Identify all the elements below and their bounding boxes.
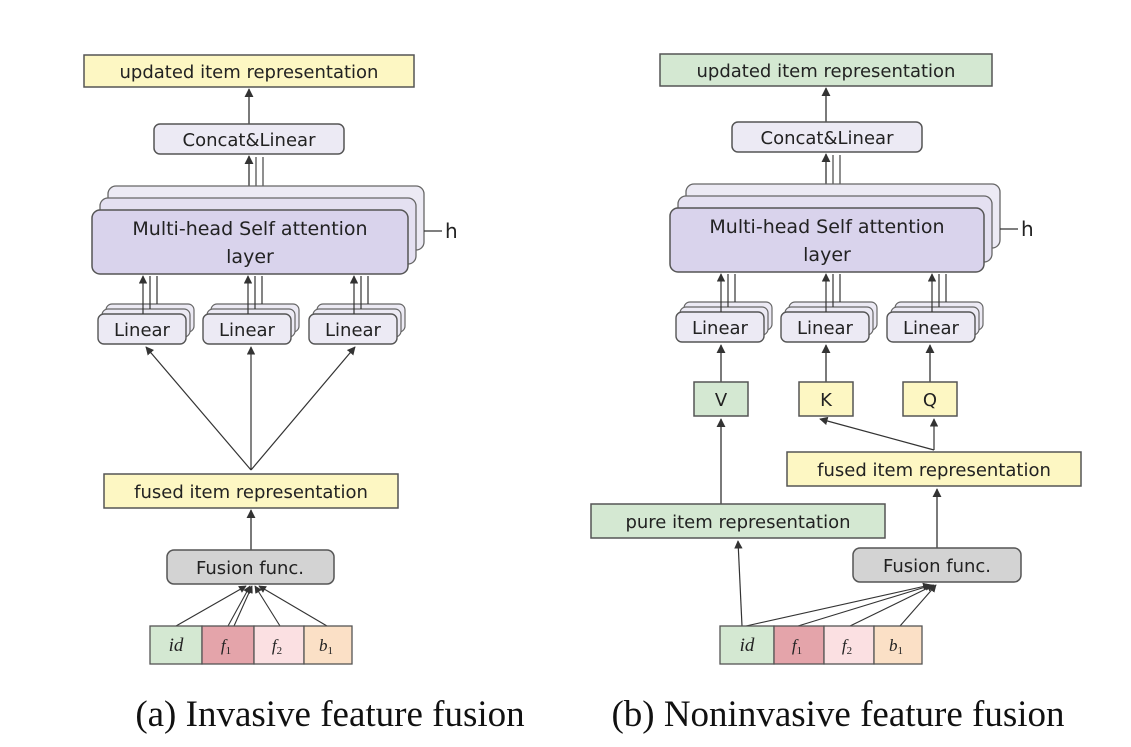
right-linear-2: Linear <box>780 301 878 343</box>
left-linear-2: Linear <box>202 303 300 345</box>
left-linear-label-3: Linear <box>325 320 382 341</box>
right-h-label: h <box>1021 217 1034 241</box>
left-h-label: h <box>445 219 458 243</box>
left-fused-label: fused item representation <box>134 482 368 503</box>
right-feature-f2-cell <box>823 625 875 665</box>
left-feature-f2-cell <box>253 625 305 665</box>
right-mhsa-label-1: Multi-head Self attention <box>709 216 944 238</box>
right-updated-box <box>659 53 993 87</box>
left-updated-box <box>83 54 415 88</box>
left-feature-b1-cell <box>303 625 353 665</box>
right-feature-row: id f1 f2 b1 <box>719 625 923 665</box>
left-mhsa-label-1: Multi-head Self attention <box>132 218 367 240</box>
left-caption: (a) Invasive feature fusion <box>135 694 524 735</box>
right-fusion-label: Fusion func. <box>883 556 991 577</box>
left-feature-b1: b1 <box>319 636 333 657</box>
right-linear-1: Linear <box>675 301 773 343</box>
right-arrow-id-pure <box>734 540 743 627</box>
left-linear-to-mhsa-arrows <box>138 275 369 314</box>
right-linear-label-3: Linear <box>903 318 960 339</box>
right-concat-label: Concat&Linear <box>761 128 895 149</box>
right-feature-f1-cell <box>773 625 825 665</box>
left-fusion-box <box>166 549 335 585</box>
right-pure-label: pure item representation <box>625 512 850 533</box>
left-feature-f2: f2 <box>272 636 282 657</box>
left-concat-box <box>153 123 345 155</box>
right-fusion-box <box>852 547 1022 583</box>
right-feature-b1: b1 <box>889 636 903 657</box>
right-concat-box <box>731 121 923 153</box>
left-linear-1: Linear <box>97 303 195 345</box>
left-feature-f1: f1 <box>221 636 231 657</box>
left-updated-label: updated item representation <box>120 62 379 83</box>
right-linear-to-mhsa-arrows <box>716 273 947 312</box>
left-linear-label-2: Linear <box>219 320 276 341</box>
left-fused-box <box>103 473 399 509</box>
left-fusion-label: Fusion func. <box>196 558 304 579</box>
right-linear-3: Linear <box>886 301 984 343</box>
right-q-label: Q <box>923 390 937 411</box>
right-linear-label-1: Linear <box>692 318 749 339</box>
left-feature-row: id f1 f2 b1 <box>149 625 353 665</box>
left-linear-3: Linear <box>308 303 406 345</box>
right-mhsa-label-2: layer <box>803 244 851 266</box>
right-caption: (b) Noninvasive feature fusion <box>611 694 1064 735</box>
right-features-to-fusion-arrows <box>745 582 937 627</box>
left-concat-label: Concat&Linear <box>183 130 317 151</box>
panel-noninvasive: updated item representation Concat&Linea… <box>590 53 1082 735</box>
right-updated-label: updated item representation <box>697 61 956 82</box>
left-fused-to-linear-arrows <box>145 346 356 471</box>
right-pure-box <box>590 503 886 539</box>
left-features-to-fusion-arrows <box>175 585 328 627</box>
right-mhsa-box <box>669 207 985 273</box>
panel-invasive: updated item representation Concat&Linea… <box>83 54 525 735</box>
right-feature-f1: f1 <box>792 636 802 657</box>
right-fused-box <box>786 451 1082 487</box>
right-feature-f2: f2 <box>842 636 852 657</box>
right-fused-label: fused item representation <box>817 460 1051 481</box>
right-linear-label-2: Linear <box>797 318 854 339</box>
left-linear-label-1: Linear <box>114 320 171 341</box>
right-v-label: V <box>715 390 728 411</box>
right-q-box <box>902 381 958 417</box>
right-feature-id: id <box>740 635 755 656</box>
right-feature-b1-cell <box>873 625 923 665</box>
right-k-label: K <box>820 390 833 411</box>
left-mhsa-box <box>91 209 409 275</box>
right-fused-to-kq-arrows <box>819 416 939 451</box>
right-k-box <box>798 381 854 417</box>
left-feature-id: id <box>169 635 184 656</box>
right-v-box <box>693 381 749 417</box>
left-mhsa-label-2: layer <box>226 246 274 268</box>
